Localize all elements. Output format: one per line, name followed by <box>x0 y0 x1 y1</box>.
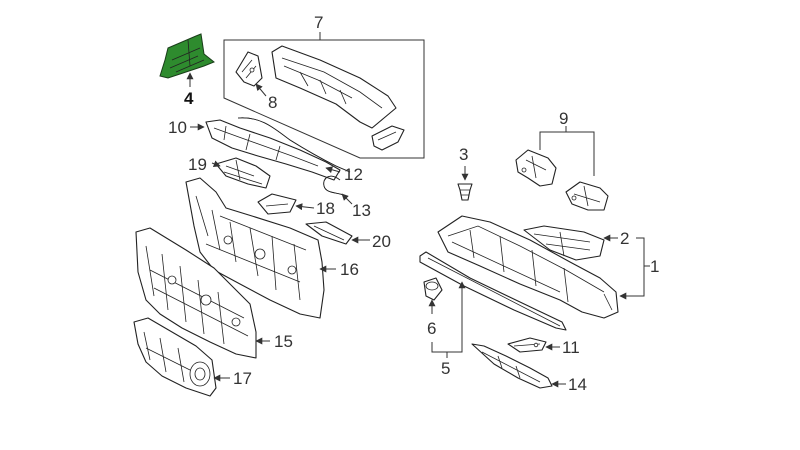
part-6[interactable]: 6 <box>423 277 443 338</box>
group-5-bracket <box>431 281 466 358</box>
leader-line <box>211 160 221 168</box>
callout-13[interactable]: 13 <box>352 201 371 220</box>
leader-line <box>341 193 353 205</box>
callout-20[interactable]: 20 <box>372 232 391 251</box>
part-2[interactable]: 2 <box>523 225 629 261</box>
part-9[interactable]: 9 <box>515 109 609 211</box>
callout-1[interactable]: 1 <box>650 257 659 276</box>
part-10[interactable]: 10 <box>168 118 341 181</box>
part-12[interactable]: 12 <box>237 117 363 184</box>
callout-3[interactable]: 3 <box>459 145 468 164</box>
leader-line <box>325 166 341 174</box>
callout-5[interactable]: 5 <box>441 359 450 378</box>
part-4-highlighted[interactable]: 4 <box>159 33 215 108</box>
group-7-box <box>223 39 425 159</box>
part-14[interactable]: 14 <box>471 343 587 394</box>
part-1[interactable] <box>437 215 619 319</box>
part-13[interactable]: 13 <box>323 175 371 220</box>
part-17[interactable]: 17 <box>133 317 252 397</box>
callout-16[interactable]: 16 <box>340 260 359 279</box>
part-8[interactable]: 8 <box>235 51 277 112</box>
part-7-cowl[interactable] <box>271 45 405 151</box>
callout-7[interactable]: 7 <box>314 13 323 32</box>
callout-6[interactable]: 6 <box>427 319 436 338</box>
callout-8[interactable]: 8 <box>268 93 277 112</box>
callout-18[interactable]: 18 <box>316 199 335 218</box>
group-7: 7 8 <box>223 13 425 159</box>
part-11[interactable]: 11 <box>507 337 580 357</box>
callout-10[interactable]: 10 <box>168 118 187 137</box>
group-9-bracket <box>539 131 595 176</box>
callout-4[interactable]: 4 <box>184 89 194 108</box>
callout-12[interactable]: 12 <box>344 165 363 184</box>
part-19[interactable]: 19 <box>188 155 271 189</box>
callout-9[interactable]: 9 <box>559 109 568 128</box>
callout-15[interactable]: 15 <box>274 332 293 351</box>
part-15[interactable]: 15 <box>135 227 293 359</box>
part-16[interactable]: 16 <box>185 177 359 319</box>
callout-11[interactable]: 11 <box>562 338 580 357</box>
callout-2[interactable]: 2 <box>620 229 629 248</box>
part-5[interactable] <box>419 251 567 331</box>
part-18[interactable]: 18 <box>257 193 335 218</box>
part-3[interactable]: 3 <box>457 145 473 201</box>
group-1-bracket <box>619 237 650 300</box>
callout-14[interactable]: 14 <box>568 375 587 394</box>
leader-line <box>255 83 267 97</box>
callout-19[interactable]: 19 <box>188 155 207 174</box>
part-20[interactable]: 20 <box>305 221 391 251</box>
leader-line <box>295 203 315 211</box>
callout-17[interactable]: 17 <box>233 369 252 388</box>
part-4-shape[interactable] <box>159 33 215 79</box>
